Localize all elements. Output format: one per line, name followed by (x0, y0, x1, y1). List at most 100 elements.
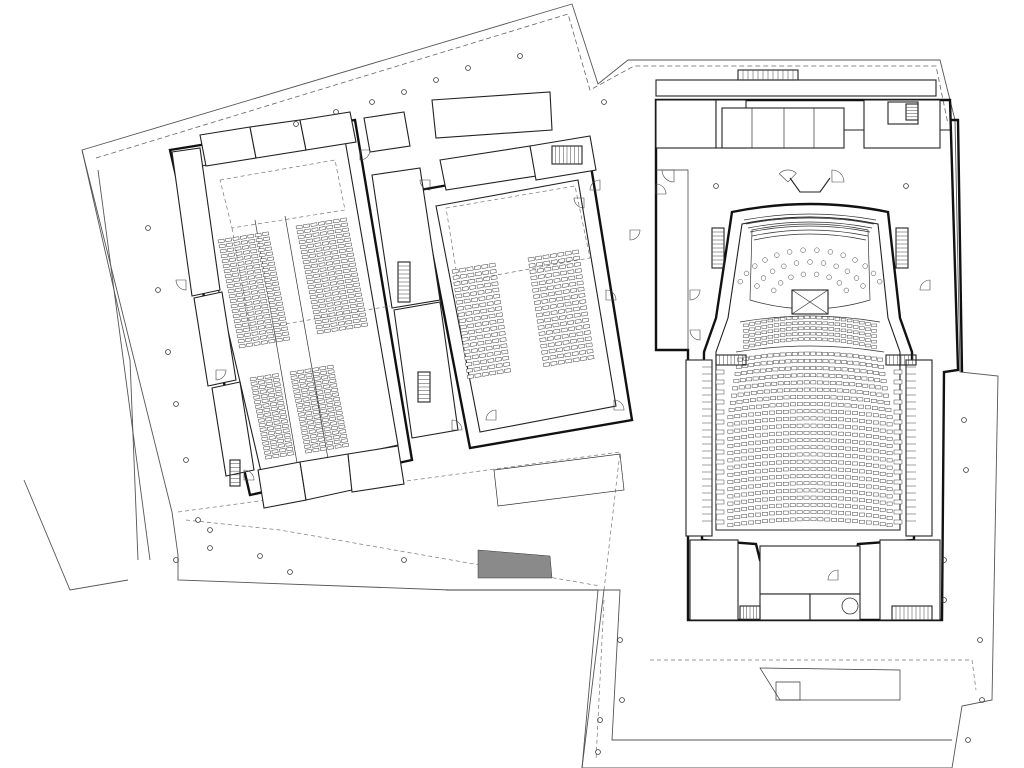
seat (330, 383, 338, 388)
seat (353, 282, 361, 288)
seat (226, 242, 234, 248)
stall-seat (838, 503, 844, 508)
balcony-seat (828, 316, 834, 320)
seat (495, 306, 503, 312)
stall-seat (803, 387, 810, 392)
seat (261, 267, 269, 273)
seat (266, 329, 274, 334)
stall-seat (838, 482, 844, 486)
seat (332, 296, 340, 301)
stall-seat (755, 519, 761, 524)
stall-seat (756, 404, 762, 409)
seat (472, 309, 480, 315)
stall-seat (835, 374, 842, 378)
seat (576, 331, 584, 337)
column-marker (963, 467, 969, 473)
seat (249, 285, 257, 290)
seat (550, 259, 558, 265)
seat (316, 428, 324, 433)
stall-seat (782, 474, 789, 479)
seat (223, 268, 231, 274)
seat (266, 251, 274, 257)
box-seat (715, 419, 725, 425)
stall-seat (796, 409, 803, 414)
seat (257, 418, 265, 423)
seat (341, 222, 349, 228)
seat (316, 288, 324, 294)
door-swing (419, 179, 431, 191)
seat (577, 337, 585, 343)
stall-seat (865, 506, 872, 510)
seat (545, 330, 553, 335)
seat (463, 298, 471, 304)
seat (258, 422, 266, 428)
balcony-seat (792, 316, 798, 320)
stall-seat (817, 481, 824, 486)
seat (472, 360, 480, 366)
stall-seat (755, 469, 761, 474)
seat (229, 298, 237, 304)
seat (317, 394, 325, 400)
seat (275, 296, 283, 302)
stall-seat (859, 426, 865, 431)
balcony-seat (767, 318, 774, 323)
seat (333, 223, 341, 229)
stall-seat (782, 409, 789, 414)
balcony-seat (786, 322, 792, 326)
seat (457, 306, 465, 311)
seat (564, 250, 572, 256)
stall-seat (769, 417, 775, 422)
seat (539, 286, 547, 292)
seat (574, 319, 582, 324)
stall-seat (762, 468, 768, 473)
seat (307, 420, 314, 425)
seat (323, 287, 331, 292)
seat (326, 364, 334, 370)
seat (584, 336, 592, 342)
seat (541, 299, 549, 304)
stall-seat (749, 355, 756, 360)
seat (550, 361, 558, 366)
middle-hall-seating (451, 249, 595, 380)
seat (254, 399, 262, 405)
seat (480, 365, 488, 371)
seat (545, 273, 553, 278)
seat (273, 382, 281, 387)
stall-seat (731, 393, 737, 398)
seat (493, 344, 501, 350)
seat (324, 393, 332, 399)
orchestra-chair (774, 252, 780, 258)
stall-seat (782, 460, 789, 465)
stall-seat (872, 485, 879, 490)
seat (302, 435, 310, 440)
stall-seat (789, 431, 796, 435)
stall-seat (816, 366, 823, 370)
stall-seat (776, 460, 782, 465)
seat (326, 225, 334, 230)
seat (556, 353, 564, 359)
seat (312, 268, 320, 274)
stall-seat (769, 475, 775, 480)
stall-seat (732, 386, 739, 391)
stall-seat (739, 378, 746, 383)
seat (347, 293, 355, 299)
stall-seat (852, 504, 858, 509)
seat (326, 402, 334, 408)
stall-seat (789, 452, 796, 457)
stall-seat (776, 467, 782, 472)
stall-seat (872, 521, 879, 526)
seat (245, 337, 253, 343)
seat (297, 234, 305, 240)
seat (319, 404, 327, 409)
seat (323, 323, 331, 329)
stall-seat (829, 373, 836, 378)
seat (318, 399, 326, 404)
balcony-seat (749, 322, 755, 326)
balcony-seat (828, 332, 834, 337)
stall-seat (769, 518, 775, 523)
stall-seat (773, 353, 780, 357)
seat (571, 294, 579, 300)
balcony-seat (798, 337, 804, 341)
stall-seat (835, 367, 842, 371)
balcony-seat (853, 341, 859, 345)
